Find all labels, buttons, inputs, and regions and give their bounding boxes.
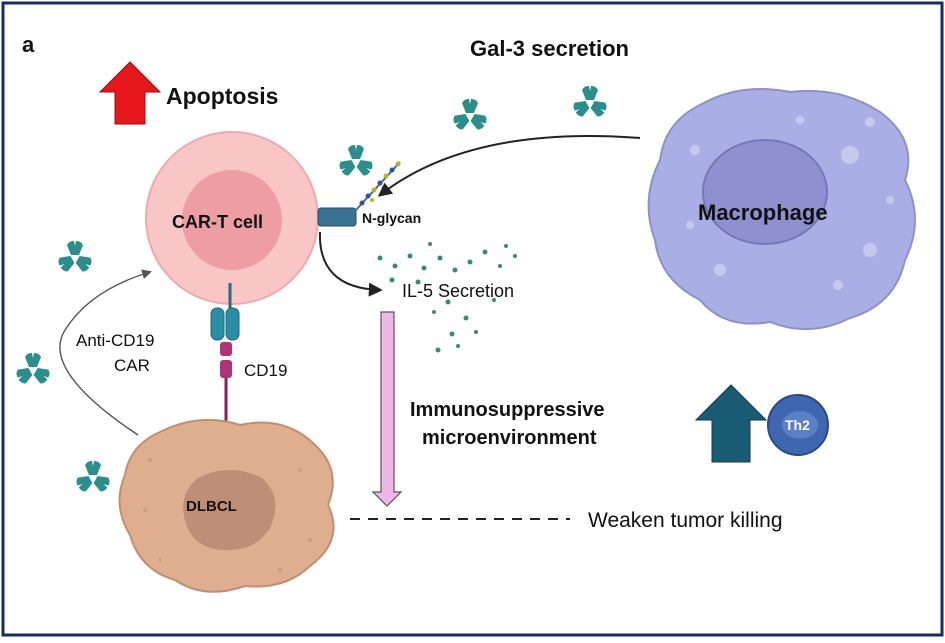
teal-up-arrow-icon	[694, 384, 768, 463]
gal3-secretion-title: Gal-3 secretion	[470, 36, 629, 61]
apoptosis-up-arrow-icon	[98, 61, 162, 125]
microenvironment-label: microenvironment	[422, 427, 597, 449]
macrophage-nucleus	[702, 139, 828, 245]
dlbcl-texture	[143, 458, 312, 572]
il5-secretion-label: IL-5 Secretion	[402, 281, 514, 301]
anti-cd19-label: Anti-CD19	[76, 331, 154, 350]
pink-down-arrow	[371, 311, 403, 507]
cd19-antigen	[220, 342, 232, 432]
car-label: CAR	[114, 356, 150, 375]
macrophage-vesicles	[686, 116, 894, 290]
th2-label: Th2	[785, 417, 810, 433]
cart-nucleus	[182, 170, 282, 270]
il5-particles	[377, 242, 517, 353]
macrophage-label: Macrophage	[698, 200, 828, 225]
cd19-label: CD19	[244, 361, 287, 380]
panel-label: a	[22, 32, 35, 57]
nglycan-receptor	[317, 207, 357, 227]
dlbcl-to-cart-arrow	[59, 269, 152, 436]
immunosuppressive-label: Immunosuppressive	[410, 399, 605, 421]
dlbcl-nucleus	[183, 470, 276, 551]
th2-nucleus	[782, 411, 818, 439]
apoptosis-label: Apoptosis	[166, 83, 278, 109]
cart-cell-label: CAR-T cell	[172, 212, 263, 232]
nglycan-to-il5-arrow	[318, 231, 383, 297]
gal3-to-nglycan-arrow	[377, 134, 641, 197]
car-receptor	[210, 283, 240, 341]
weaken-tumor-killing-label: Weaken tumor killing	[588, 509, 783, 532]
nglycan-label: N-glycan	[362, 210, 421, 226]
dlbcl-label: DLBCL	[186, 498, 237, 515]
